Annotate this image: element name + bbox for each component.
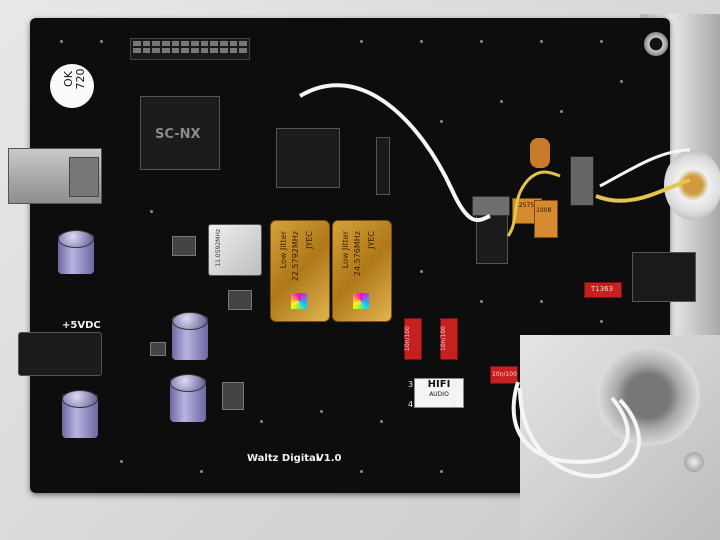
via xyxy=(360,470,363,473)
osc-right-line1: Low Jitter xyxy=(341,231,350,269)
capacitor-c10 xyxy=(58,230,94,274)
via xyxy=(60,40,63,43)
via xyxy=(440,470,443,473)
via xyxy=(440,120,443,123)
via xyxy=(540,300,543,303)
via xyxy=(120,460,123,463)
sticker-text-2: 720 xyxy=(74,68,87,90)
via xyxy=(360,40,363,43)
regulator xyxy=(472,196,510,216)
hifi-pin: 1 xyxy=(452,380,458,389)
hifi-subtitle: AUDIO xyxy=(429,391,449,398)
red-cap-2: 10n/100 xyxy=(440,318,458,360)
header-strip-right xyxy=(376,137,390,195)
optical-connector xyxy=(632,252,696,302)
resistor-code-1: 12575 xyxy=(515,202,535,209)
via xyxy=(150,210,153,213)
oscillator-y3: Low Jitter 22.5792MHz JYEC xyxy=(270,220,330,322)
main-chip-u1: SC-NX xyxy=(140,96,220,170)
capacitor-c3 xyxy=(62,390,98,438)
smd-component xyxy=(222,382,244,410)
via xyxy=(540,40,543,43)
brand-label: Waltz Digital xyxy=(247,453,320,464)
red-cap-label-2: 10n/100 xyxy=(439,326,447,351)
via xyxy=(600,320,603,323)
via xyxy=(500,100,503,103)
version-label: V1.0 xyxy=(316,453,342,464)
power-jack xyxy=(18,332,102,376)
chip-u3 xyxy=(476,214,508,264)
via xyxy=(260,420,263,423)
red-cap-1: 10n/100 xyxy=(404,318,422,360)
chip-u2 xyxy=(276,128,340,188)
osc-left-line3: JYEC xyxy=(305,231,314,249)
hologram-sticker xyxy=(353,293,369,309)
rca-connector xyxy=(664,150,720,220)
red-cap-3: 10n/100 xyxy=(490,366,518,384)
hifi-audio-transformer: HIFI AUDIO xyxy=(414,378,464,408)
crystal-y1: 11.0592MHz xyxy=(208,224,262,276)
hifi-pin: 4 xyxy=(408,400,414,409)
via xyxy=(380,420,383,423)
crystal-label: 11.0592MHz xyxy=(215,229,222,267)
red-cap-label-1: 10n/100 xyxy=(403,326,411,351)
osc-left-line2: 22.5792MHz xyxy=(291,231,300,282)
via xyxy=(420,270,423,273)
via xyxy=(420,40,423,43)
via xyxy=(480,300,483,303)
via xyxy=(600,40,603,43)
mounting-hole xyxy=(644,32,668,56)
capacitor-c4 xyxy=(170,374,206,422)
smd-component xyxy=(228,290,252,310)
resistor-code-2: 1008 xyxy=(536,207,552,214)
usb-connector xyxy=(8,148,102,204)
hifi-pin: 3 xyxy=(408,380,414,389)
via xyxy=(480,40,483,43)
osc-left-line1: Low Jitter xyxy=(279,231,288,269)
oscillator-y2: Low Jitter 24.576MHz JYEC xyxy=(332,220,392,322)
header-strip-top xyxy=(130,38,250,60)
via xyxy=(100,40,103,43)
smd-component xyxy=(172,236,196,256)
transformer-rect xyxy=(570,156,594,206)
smd-component xyxy=(150,342,166,356)
main-chip-label: SC-NX xyxy=(155,127,201,142)
via xyxy=(560,110,563,113)
hologram-sticker xyxy=(291,293,307,309)
resistor-block-2: 1008 xyxy=(534,200,558,238)
power-label: +5VDC xyxy=(62,320,101,331)
red-cap-label-3: 10n/100 xyxy=(492,371,517,378)
capacitor-c15 xyxy=(172,312,208,360)
xlr-connector xyxy=(596,346,700,446)
via xyxy=(620,80,623,83)
orange-capacitor xyxy=(530,138,550,168)
hifi-title: HIFI xyxy=(427,379,451,390)
ok-sticker: OK 720 xyxy=(50,64,94,108)
resistor-code-3: T1363 xyxy=(591,285,614,293)
screw xyxy=(684,452,704,472)
via xyxy=(320,410,323,413)
via xyxy=(200,470,203,473)
hifi-pin: 2 xyxy=(452,400,458,409)
osc-right-line2: 24.576MHz xyxy=(353,231,362,277)
red-cap: T1363 xyxy=(584,282,622,298)
osc-right-line3: JYEC xyxy=(367,231,376,249)
